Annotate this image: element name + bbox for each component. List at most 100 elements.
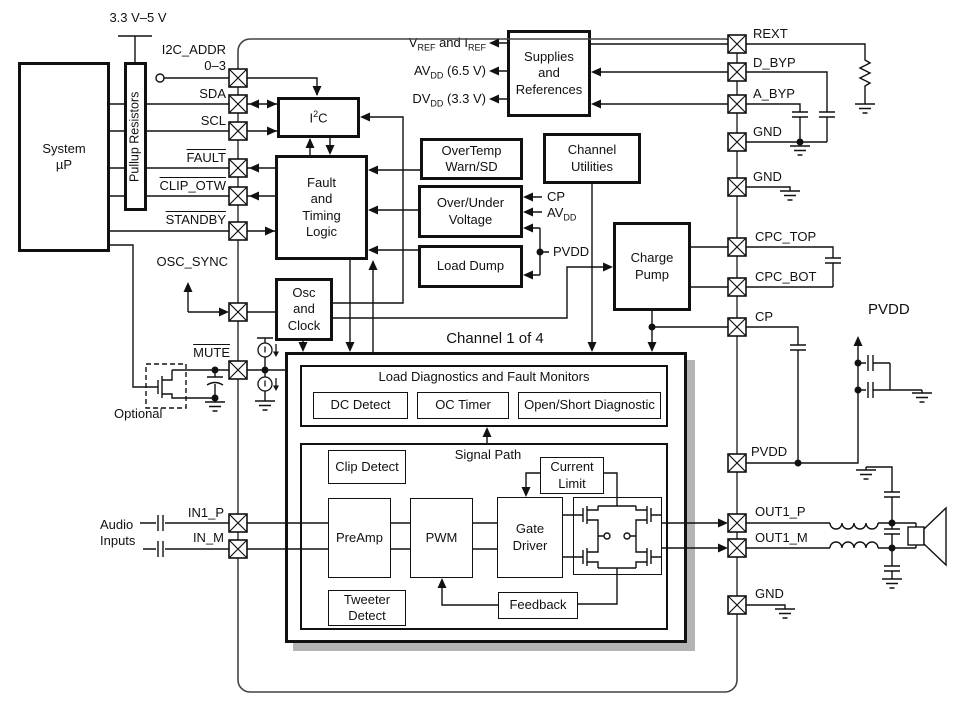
feedback-block: Feedback xyxy=(498,592,578,619)
gate-driver-label: Gate Driver xyxy=(512,521,548,553)
supplies-references-block: Supplies and References xyxy=(507,30,591,117)
ground-output-cap-bottom xyxy=(881,578,903,589)
pin-d-byp xyxy=(727,62,747,82)
i2c-addr-range-label: 0–3 xyxy=(204,58,226,73)
pin-cpc-top xyxy=(727,237,747,257)
open-short-diagnostic-label: Open/Short Diagnostic xyxy=(524,397,655,413)
ground-mute-cap xyxy=(204,401,226,412)
gnd3-pin-label: GND xyxy=(755,586,784,601)
rext-resistor xyxy=(859,57,871,89)
overtemp-warn-block: OverTemp Warn/SD xyxy=(420,138,523,180)
pin-i2c-addr xyxy=(228,68,248,88)
dvdd-supply-label: DVDD (3.3 V) xyxy=(412,91,486,109)
optional-label: Optional xyxy=(114,406,163,421)
cp-pin-label: CP xyxy=(755,309,774,324)
ground-rext xyxy=(854,103,876,114)
pin-fault xyxy=(228,158,248,178)
tweeter-detect-label: Tweeter Detect xyxy=(343,591,391,623)
osc-clock-block: Osc and Clock xyxy=(275,278,333,341)
pwm-label: PWM xyxy=(425,529,458,545)
pin-gnd2 xyxy=(727,177,747,197)
pin-gnd3 xyxy=(727,595,747,615)
a-byp-pin-label: A_BYP xyxy=(753,86,795,101)
standby-pin-label: STANDBY xyxy=(165,212,226,227)
signal-path-title: Signal Path xyxy=(454,447,522,462)
i2c-addr-pin-label: I2C_ADDR xyxy=(161,42,226,57)
preamp-block: PreAmp xyxy=(328,498,391,578)
overtemp-warn-label: OverTemp Warn/SD xyxy=(441,142,502,174)
tweeter-detect-block: Tweeter Detect xyxy=(328,590,406,626)
vref-iref-label: VREF and IREF xyxy=(408,35,486,53)
supplies-references-label: Supplies and References xyxy=(515,49,583,97)
fault-timing-logic-label: Fault and Timing Logic xyxy=(302,175,341,239)
cp-net-label: CP xyxy=(547,189,566,204)
pvdd-pin-label: PVDD xyxy=(751,444,788,459)
open-short-diagnostic-block: Open/Short Diagnostic xyxy=(518,392,661,419)
charge-pump-block: Charge Pump xyxy=(613,222,691,311)
pin-in1-p xyxy=(228,513,248,533)
clip-detect-label: Clip Detect xyxy=(335,458,399,474)
feedback-label: Feedback xyxy=(509,597,567,613)
dc-detect-label: DC Detect xyxy=(330,397,391,413)
gate-driver-block: Gate Driver xyxy=(497,497,563,578)
pin-pvdd xyxy=(727,453,747,473)
clip-otw-pin-label: CLIP_OTW xyxy=(159,178,226,193)
pin-out1-p xyxy=(727,513,747,533)
pin-standby xyxy=(228,221,248,241)
gnd2-pin-label: GND xyxy=(753,169,782,184)
pullup-supply-range-label: 3.3 V–5 V xyxy=(109,10,167,25)
out1-m-pin-label: OUT1_M xyxy=(755,530,808,545)
osc-clock-label: Osc and Clock xyxy=(287,285,321,333)
load-dump-label: Load Dump xyxy=(436,258,505,274)
ground-gnd3 xyxy=(774,608,796,619)
d-byp-pin-label: D_BYP xyxy=(753,55,796,70)
pin-cpc-bot xyxy=(727,277,747,297)
pwm-block: PWM xyxy=(410,498,473,578)
over-under-voltage-block: Over/Under Voltage xyxy=(418,185,523,238)
channel-utilities-label: Channel Utilities xyxy=(567,142,617,174)
fault-timing-logic-block: Fault and Timing Logic xyxy=(275,155,368,260)
clip-detect-block: Clip Detect xyxy=(328,450,406,484)
cpc-top-pin-label: CPC_TOP xyxy=(755,229,817,244)
scl-pin-label: SCL xyxy=(200,113,226,128)
system-microprocessor-block: System µP xyxy=(18,62,110,252)
ground-output-cap-top xyxy=(855,469,877,480)
oc-timer-label: OC Timer xyxy=(435,397,491,413)
pin-rext xyxy=(727,34,747,54)
avdd-supply-label: AVDD (6.5 V) xyxy=(413,63,486,81)
ground-pvdd-caps xyxy=(911,392,933,403)
ground-current-source xyxy=(254,400,276,411)
fault-pin-label: FAULT xyxy=(186,150,227,165)
pvdd-net-label: PVDD xyxy=(553,244,590,259)
charge-pump-label: Charge Pump xyxy=(630,250,674,282)
channel-utilities-block: Channel Utilities xyxy=(543,133,641,184)
load-diagnostics-title: Load Diagnostics and Fault Monitors xyxy=(378,369,590,384)
system-microprocessor-label: System µP xyxy=(42,140,86,172)
i2c-label: I2C xyxy=(309,108,328,126)
pullup-resistors-label: Pullup Resistors xyxy=(127,91,142,182)
over-under-voltage-label: Over/Under Voltage xyxy=(436,195,505,227)
h-bridge-output-stage-block xyxy=(573,497,662,575)
pin-in-m xyxy=(228,539,248,559)
current-limit-label: Current Limit xyxy=(550,459,594,491)
load-dump-block: Load Dump xyxy=(418,245,523,288)
preamp-label: PreAmp xyxy=(336,529,383,545)
avdd-net-label: AVDD xyxy=(547,205,577,223)
pin-gnd1 xyxy=(727,132,747,152)
in1-p-pin-label: IN1_P xyxy=(187,505,224,520)
pin-scl xyxy=(228,121,248,141)
pin-out1-m xyxy=(727,538,747,558)
i2c-block: I2C xyxy=(277,97,360,138)
out1-p-pin-label: OUT1_P xyxy=(755,504,806,519)
gnd1-pin-label: GND xyxy=(753,124,782,139)
in-m-pin-label: IN_M xyxy=(192,530,224,545)
pin-a-byp xyxy=(727,94,747,114)
ground-gnd2 xyxy=(779,190,801,201)
pullup-resistors-block: Pullup Resistors xyxy=(124,62,147,211)
pin-clip-otw xyxy=(228,186,248,206)
oc-timer-block: OC Timer xyxy=(417,392,509,419)
pin-cp xyxy=(727,317,747,337)
dc-detect-block: DC Detect xyxy=(313,392,408,419)
osc-sync-pin-label: OSC_SYNC xyxy=(156,254,228,269)
